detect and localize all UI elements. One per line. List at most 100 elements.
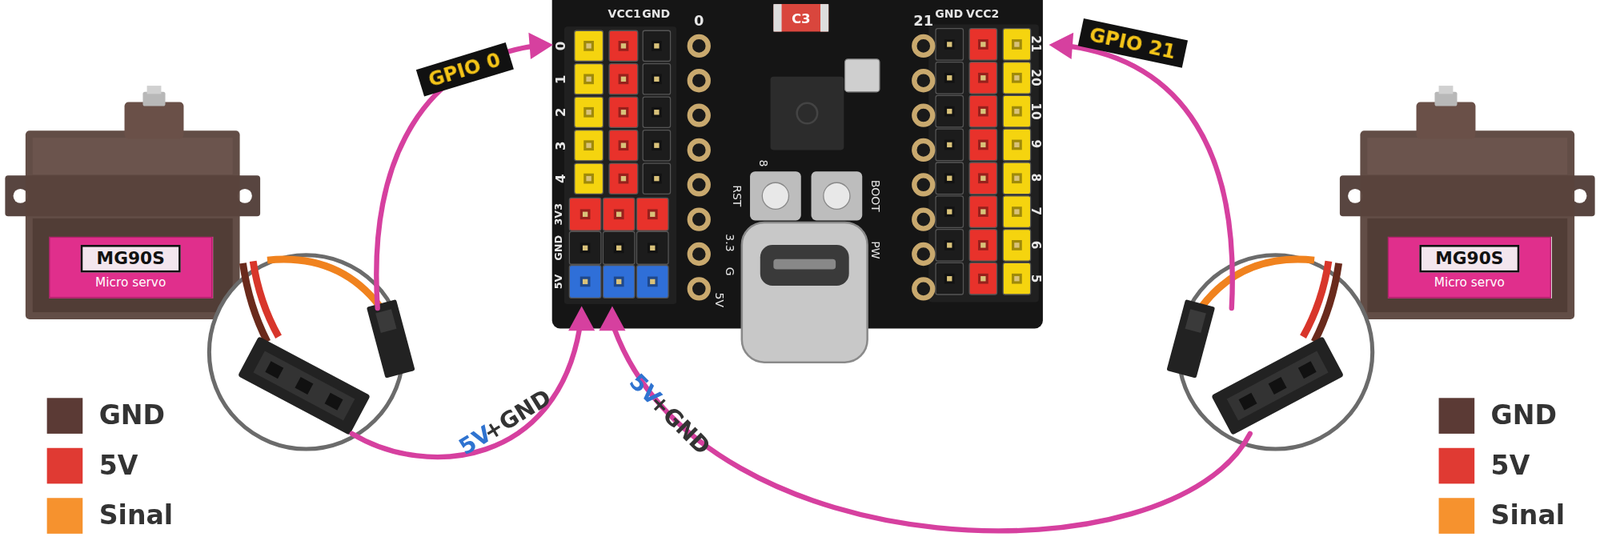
node-subtitle: Micro servo xyxy=(1434,275,1505,290)
header-pin xyxy=(969,262,997,295)
pin-label: G xyxy=(724,267,736,277)
pin-label: 0 xyxy=(693,13,704,29)
header-pin xyxy=(1002,62,1031,95)
legend-text: Sinal xyxy=(99,501,174,529)
pin-label: 10 xyxy=(1029,102,1042,120)
header-pin xyxy=(935,162,963,195)
header-pin xyxy=(1002,28,1031,61)
header-pin xyxy=(642,30,670,61)
pin-label: GND xyxy=(934,8,963,21)
component xyxy=(773,4,829,32)
servo-label: MG90SMicro servo xyxy=(1387,236,1552,299)
pin-label: 3.3 xyxy=(724,233,736,252)
pin-label: GND xyxy=(553,235,565,261)
pin-label: 20 xyxy=(1029,68,1042,86)
castellated-pad xyxy=(914,210,933,229)
servo-left xyxy=(4,85,261,320)
legend-text: GND xyxy=(1491,401,1557,429)
header-pin xyxy=(1002,229,1031,262)
header-pin xyxy=(609,163,638,194)
button xyxy=(749,171,802,221)
pin-label: GND xyxy=(641,8,670,21)
header-pin xyxy=(935,229,963,262)
pin-label: 2 xyxy=(553,107,568,117)
legend-text: GND xyxy=(99,401,165,429)
castellated-pad xyxy=(689,175,709,194)
wire-arrows xyxy=(352,45,1251,531)
pin-label: 6 xyxy=(1029,240,1042,249)
connector-callout-left xyxy=(208,255,415,450)
gpio-badge: GPIO 0 xyxy=(416,42,513,97)
pin-label: 0 xyxy=(553,41,568,52)
header-pin xyxy=(935,196,963,229)
header-pin xyxy=(574,130,604,161)
pin-label: C3 xyxy=(791,12,811,26)
header-pin xyxy=(609,30,638,61)
header-pin xyxy=(935,128,963,161)
header-pin xyxy=(642,130,670,161)
legend-text: Sinal xyxy=(1491,501,1566,529)
servo-right xyxy=(1339,85,1596,320)
castellated-pad xyxy=(914,106,933,125)
header-pin xyxy=(969,28,997,61)
castellated-pad xyxy=(689,36,709,56)
header-pin xyxy=(935,28,963,61)
castellated-pad xyxy=(914,36,933,56)
header-pin xyxy=(637,197,670,231)
header-pin xyxy=(602,265,635,299)
castellated-pad xyxy=(689,244,709,264)
pin-label: 21 xyxy=(1029,35,1042,53)
header-pin xyxy=(569,231,602,265)
header-pin xyxy=(969,128,997,161)
header-pin xyxy=(574,30,604,61)
node-title: GPIO 21 xyxy=(1087,24,1178,61)
chip-logo xyxy=(797,103,818,125)
connector-callout-right xyxy=(1166,255,1372,450)
header-pin xyxy=(969,62,997,95)
castellated-pad xyxy=(689,106,709,125)
pin-label: 4 xyxy=(553,173,568,184)
header-pin xyxy=(1002,196,1031,229)
header-pin xyxy=(569,265,602,299)
servo-label: MG90SMicro servo xyxy=(48,236,213,299)
header-pin xyxy=(1002,128,1031,161)
castellated-pad xyxy=(689,140,709,160)
header-pin xyxy=(569,197,602,231)
node-title: GPIO 0 xyxy=(425,49,503,90)
header-panel xyxy=(564,26,677,305)
header-pin xyxy=(637,231,670,265)
crystal xyxy=(845,59,880,93)
pin-label: 3V3 xyxy=(553,203,565,226)
header-pin xyxy=(969,162,997,195)
header-pin xyxy=(574,96,604,128)
header-pin xyxy=(1002,162,1031,195)
header-pin xyxy=(969,229,997,262)
board xyxy=(552,0,1043,329)
pin-label: 5V xyxy=(553,274,565,290)
legend-swatch xyxy=(1439,448,1476,485)
wire-label: +GND xyxy=(645,390,714,460)
header-pin xyxy=(642,96,670,128)
header-pin xyxy=(935,62,963,95)
header-pin xyxy=(574,64,604,95)
pin-label: 9 xyxy=(1029,140,1042,149)
header-pin xyxy=(642,64,670,95)
castellated-pad xyxy=(914,244,933,264)
legend-swatch xyxy=(1439,497,1476,534)
legend-text: 5V xyxy=(99,452,139,479)
header-pin xyxy=(1002,95,1031,128)
pin-label: 8 xyxy=(757,160,770,168)
header-pin xyxy=(602,197,635,231)
legend-swatch xyxy=(47,397,84,434)
header-pin xyxy=(642,163,670,194)
header-pin xyxy=(609,64,638,95)
castellated-pad xyxy=(689,210,709,229)
pin-label: RST xyxy=(730,184,742,207)
header-pin xyxy=(1002,262,1031,295)
pin-label: 7 xyxy=(1029,207,1042,217)
header-pin xyxy=(602,231,635,265)
pin-label: PW xyxy=(870,240,882,259)
pin-label: 8 xyxy=(1029,173,1042,183)
legend-text: 5V xyxy=(1491,452,1531,479)
